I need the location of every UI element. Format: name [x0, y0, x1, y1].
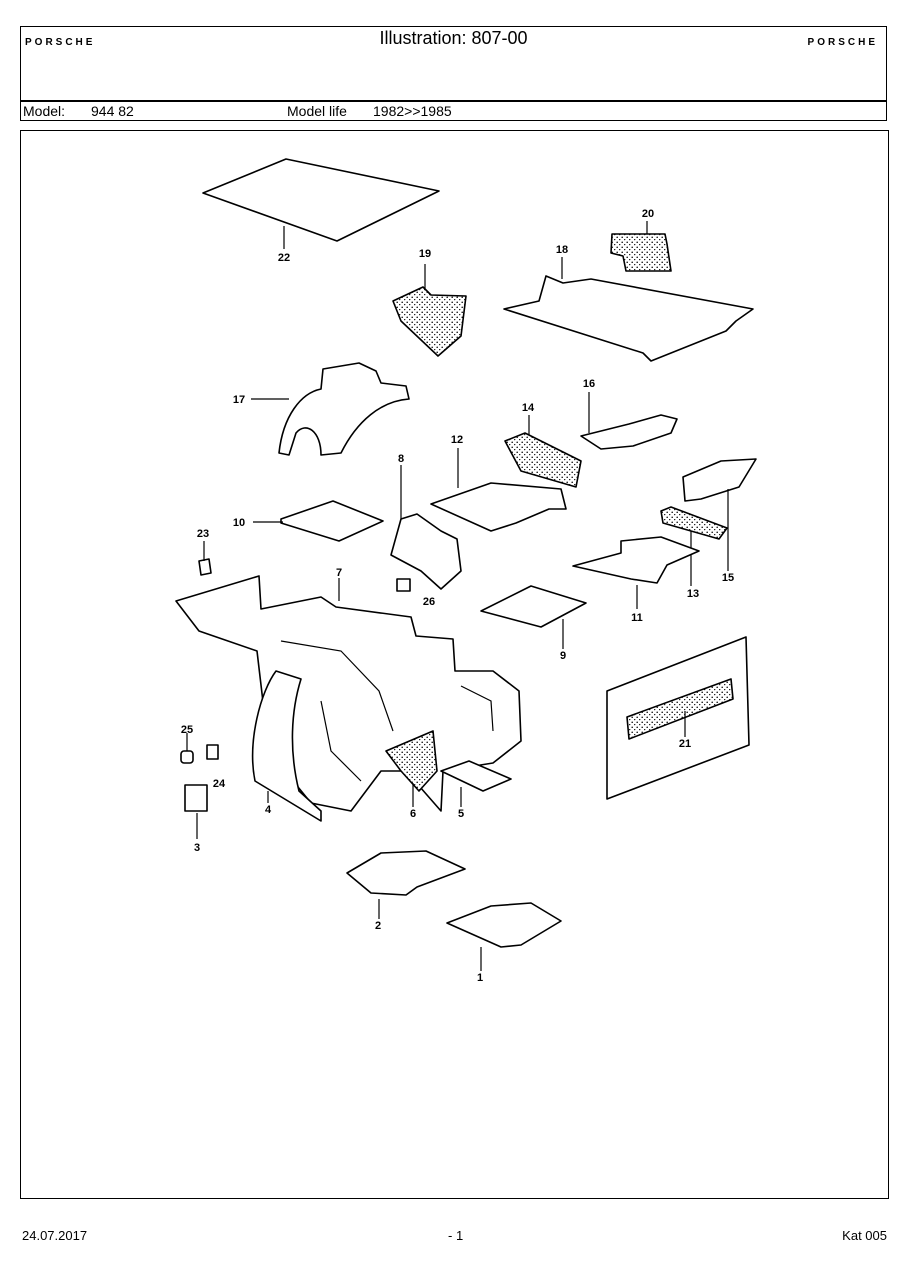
part-19-foam-pad: [392, 286, 467, 357]
porsche-logo-right: PORSCHE: [807, 37, 878, 48]
callout-1: 1: [477, 972, 483, 984]
callout-13: 13: [687, 588, 699, 600]
part-18-luggage-mat: [503, 275, 754, 362]
callout-8: 8: [398, 453, 404, 465]
callout-10: 10: [233, 517, 245, 529]
callout-6: 6: [410, 808, 416, 820]
part-24-clip: [206, 744, 219, 760]
callout-17: 17: [233, 394, 245, 406]
part-26-clip: [396, 578, 411, 592]
part-16-insulation-panel: [580, 414, 678, 450]
part-11-floor-mat: [572, 536, 700, 584]
callout-9: 9: [560, 650, 566, 662]
callout-19: 19: [419, 248, 431, 260]
part-1-floor-mat: [446, 902, 562, 948]
page-title: Illustration: 807-00: [379, 28, 528, 48]
part-17-wheel-arch-liner: [278, 362, 410, 456]
part-14-foam-pad: [504, 432, 582, 488]
callout-14: 14: [522, 402, 535, 414]
part-15-insulation-panel: [682, 458, 757, 502]
callout-22: 22: [278, 252, 290, 264]
footer-date: 24.07.2017: [22, 1228, 88, 1243]
part-5-gasket: [440, 760, 512, 792]
model-value: 944 82: [91, 103, 134, 119]
part-4-firewall-panel: [251, 670, 322, 822]
part-23-clip: [198, 558, 212, 576]
callout-7: 7: [336, 567, 342, 579]
part-20-foam-pad: [610, 233, 672, 272]
footer-page-number: - 1: [448, 1228, 464, 1243]
part-9-carpet: [480, 585, 587, 628]
part-21-foam-strip: [626, 678, 734, 740]
callout-12: 12: [451, 434, 463, 446]
part-3-cover: [184, 784, 208, 812]
callout-4: 4: [265, 804, 272, 816]
callout-3: 3: [194, 842, 200, 854]
callout-11: 11: [631, 612, 643, 624]
part-8-console-trim: [390, 513, 462, 590]
footer-catalog: Kat 005: [842, 1228, 887, 1243]
callout-20: 20: [642, 208, 654, 220]
part-6-foam-pad: [385, 730, 438, 792]
callout-23: 23: [197, 528, 209, 540]
callout-5: 5: [458, 808, 464, 820]
part-13-foam-strip: [660, 506, 728, 540]
part-12-floor-mat: [430, 482, 567, 532]
callout-2: 2: [375, 920, 381, 932]
callout-25: 25: [181, 724, 193, 736]
model-life-label: Model life: [287, 103, 347, 119]
porsche-logo-left: PORSCHE: [25, 37, 96, 48]
header-box: PORSCHE Illustration: 807-00 PORSCHE Mod…: [20, 26, 887, 121]
callout-16: 16: [583, 378, 595, 390]
model-label: Model:: [23, 103, 66, 119]
part-2-floor-mat: [346, 850, 466, 896]
callout-24: 24: [213, 778, 226, 790]
callout-15: 15: [722, 572, 734, 584]
callout-26: 26: [423, 596, 435, 608]
model-life-value: 1982>>1985: [373, 103, 452, 119]
header-divider: [21, 100, 886, 102]
callout-21: 21: [679, 738, 691, 750]
part-10-carpet: [280, 500, 384, 542]
callout-18: 18: [556, 244, 568, 256]
part-25-grommet: [180, 750, 194, 764]
part-22-hood-insulation: [202, 158, 440, 242]
